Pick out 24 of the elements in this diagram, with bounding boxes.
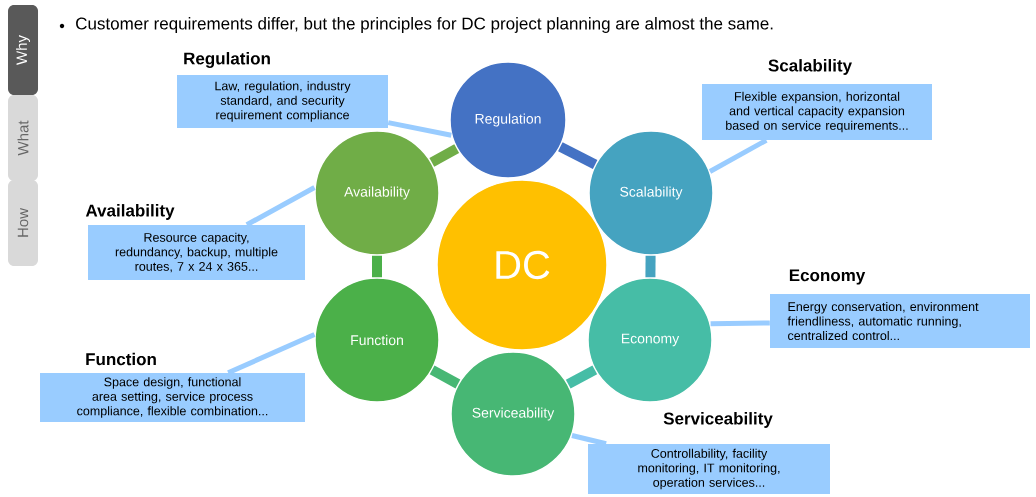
ring-connector (558, 142, 598, 169)
ring-connector (372, 255, 382, 278)
callout-box: Space design, functional area setting, service process compliance, flexible combination... (40, 373, 305, 422)
callout-heading: Availability (85, 204, 175, 220)
ring-connector (645, 255, 656, 278)
callout-heading: Scalability (768, 59, 852, 75)
heading-text: Customer requirements differ, but the principles for DC project planning are almost the same. (76, 17, 773, 33)
ring-connector (565, 365, 598, 389)
ring-connector (429, 144, 460, 167)
callout-heading: Regulation (184, 52, 270, 68)
callout-box: Flexible expansion, horizontal and vertical capacity expansion based on service requirements... (702, 84, 932, 140)
side-tab: What (8, 95, 38, 181)
node-label: What (17, 120, 29, 156)
node-label: How (17, 207, 29, 237)
callout-box: Energy conservation, environment friendliness, automatic running, centralized control... (770, 294, 1030, 348)
callout-heading: Serviceability (663, 412, 773, 428)
callout-box: Controllability, facility monitoring, IT monitoring, operation services... (588, 444, 830, 494)
callout-heading: Economy (789, 269, 866, 285)
callout-heading: Function (86, 352, 156, 366)
callout-box: Resource capacity, redundancy, backup, multiple routes, 7 x 24 x 365... (88, 225, 305, 280)
callout-box: Law, regulation, industry standard, and security requirement compliance (177, 75, 388, 128)
ring-connector (429, 365, 461, 389)
side-tab: How (8, 180, 38, 266)
side-tab: Why (8, 5, 38, 95)
